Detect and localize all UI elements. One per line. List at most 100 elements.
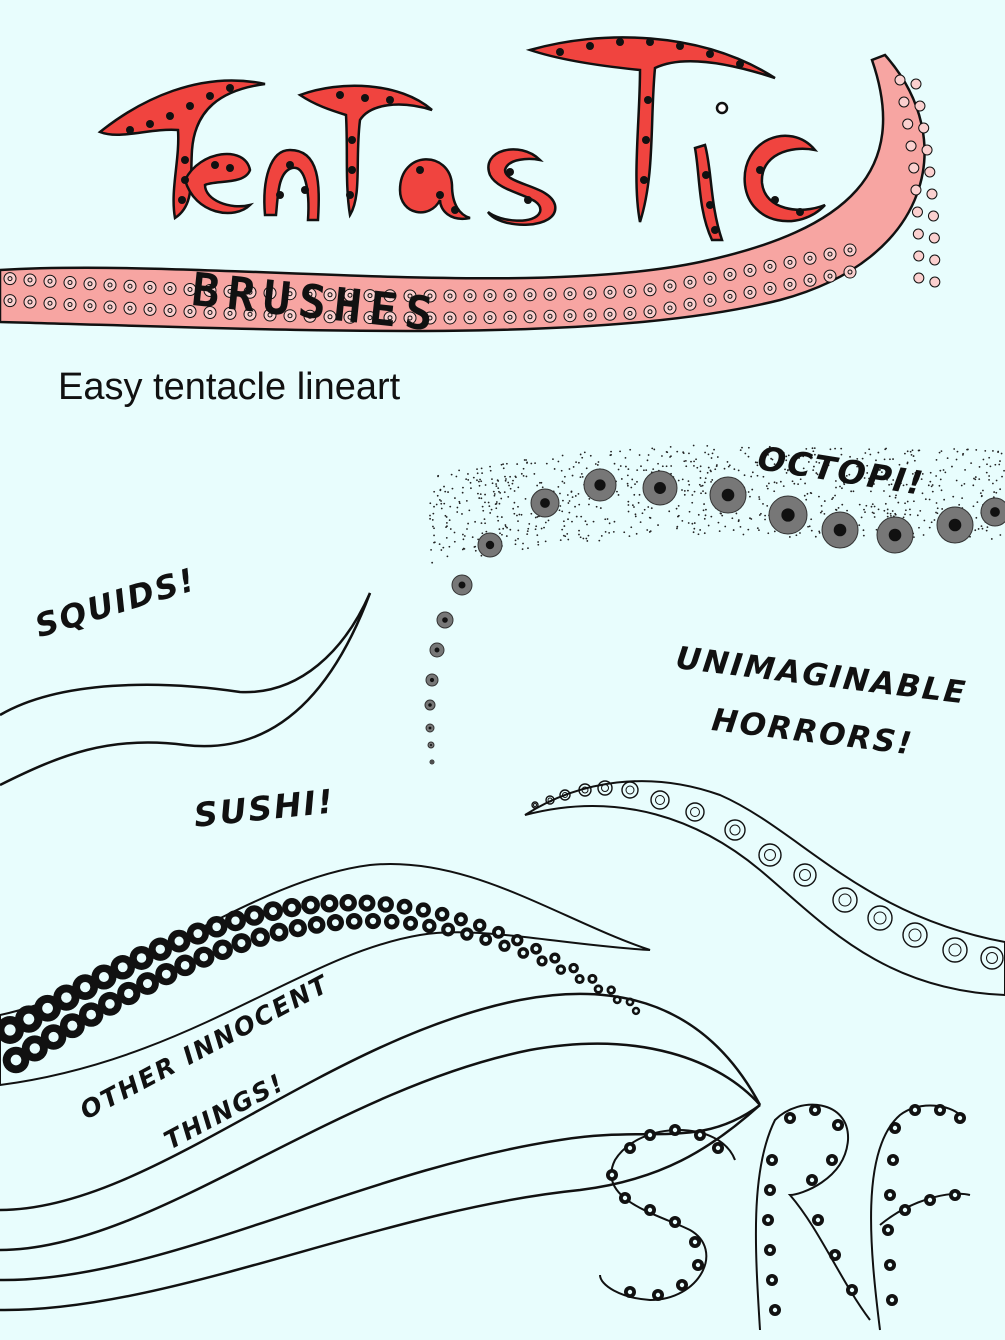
stipple-dot bbox=[647, 454, 650, 456]
srf-sucker-core bbox=[627, 1289, 633, 1295]
sucker-core bbox=[847, 247, 853, 253]
sushi-sucker-core bbox=[306, 901, 315, 909]
stipple-dot bbox=[883, 490, 885, 492]
stipple-dot bbox=[710, 480, 712, 483]
octopus-sucker-core bbox=[781, 508, 795, 522]
sucker-ring bbox=[783, 255, 797, 269]
stipple-dot bbox=[700, 492, 702, 495]
stipple-dot bbox=[633, 493, 636, 496]
sucker-ring bbox=[928, 232, 940, 244]
stipple-dot bbox=[931, 490, 934, 493]
sucker-core bbox=[507, 314, 513, 320]
stipple-dot bbox=[990, 538, 993, 540]
stipple-dot bbox=[517, 529, 520, 532]
sucker-ring bbox=[643, 283, 657, 297]
stipple-dot bbox=[741, 446, 743, 449]
stipple-dot bbox=[608, 522, 611, 525]
outline-sucker bbox=[793, 863, 817, 887]
stipple-dot bbox=[783, 452, 785, 454]
outline-sucker-inner bbox=[581, 786, 589, 794]
stipple-dot bbox=[456, 511, 459, 513]
stipple-dot bbox=[920, 478, 923, 481]
octopus-sucker-core bbox=[990, 507, 1000, 517]
stipple-dot bbox=[488, 505, 491, 507]
stipple-dot bbox=[634, 483, 636, 485]
srf-sucker-core bbox=[672, 1127, 678, 1133]
stipple-dot bbox=[559, 539, 562, 542]
srf-sucker-core bbox=[957, 1115, 963, 1121]
stipple-dot bbox=[589, 454, 592, 457]
stipple-dot bbox=[963, 482, 966, 485]
title-sucker bbox=[640, 176, 648, 184]
title-sucker bbox=[301, 186, 309, 194]
stipple-dot bbox=[815, 461, 818, 463]
stipple-dot bbox=[516, 514, 518, 517]
stipple-dot bbox=[785, 455, 788, 458]
sucker-core bbox=[387, 315, 393, 321]
stipple-dot bbox=[799, 478, 802, 481]
subtitle: Easy tentacle lineart bbox=[58, 366, 401, 408]
stipple-dot bbox=[465, 500, 468, 502]
sucker-ring bbox=[894, 74, 906, 86]
stipple-dot bbox=[539, 481, 541, 484]
stipple-dot bbox=[981, 527, 984, 530]
stipple-dot bbox=[474, 520, 476, 523]
octopus-sucker-core bbox=[442, 617, 448, 623]
sucker-core bbox=[307, 313, 313, 319]
stipple-dot bbox=[986, 463, 988, 466]
sucker-core bbox=[207, 287, 213, 293]
sucker-core bbox=[347, 314, 353, 320]
stipple-dot bbox=[456, 506, 459, 509]
stipple-dot bbox=[1000, 452, 1003, 455]
stipple-dot bbox=[496, 515, 499, 518]
sushi-sucker-core bbox=[331, 919, 339, 927]
sucker-ring bbox=[43, 296, 57, 310]
stipple-dot bbox=[742, 533, 745, 536]
stipple-dot bbox=[579, 453, 582, 456]
sucker-core bbox=[247, 311, 253, 317]
sushi-sucker-core bbox=[237, 939, 246, 948]
stipple-dot bbox=[487, 501, 490, 504]
stipple-dot bbox=[966, 448, 969, 451]
stipple-dot bbox=[636, 480, 638, 483]
stipple-dot bbox=[465, 478, 468, 481]
sucker-core bbox=[827, 251, 833, 257]
stipple-dot bbox=[639, 521, 642, 523]
stipple-dot bbox=[747, 491, 750, 493]
sushi-sucker-core bbox=[199, 952, 209, 962]
stipple-dot bbox=[652, 468, 655, 470]
stipple-dot bbox=[880, 471, 883, 474]
stipple-dot bbox=[476, 479, 478, 482]
stipple-dot bbox=[890, 483, 893, 486]
stipple-dot bbox=[832, 496, 834, 499]
sucker-core bbox=[127, 283, 133, 289]
stipple-dot bbox=[939, 478, 942, 481]
sucker-ring bbox=[323, 310, 337, 324]
sucker-core bbox=[187, 287, 193, 293]
sucker-core bbox=[467, 293, 473, 299]
stipple-dot bbox=[627, 504, 630, 506]
stipple-dot bbox=[707, 524, 710, 527]
stipple-dot bbox=[586, 540, 589, 542]
stipple-dot bbox=[935, 459, 938, 461]
stipple-dot bbox=[877, 508, 880, 511]
stipple-dot bbox=[479, 493, 482, 496]
stipple-dot bbox=[864, 452, 867, 454]
stipple-dot bbox=[524, 497, 527, 500]
stipple-dot bbox=[739, 526, 742, 528]
sushi-sucker-core bbox=[420, 906, 427, 913]
stipple-dot bbox=[462, 533, 464, 536]
sucker-ring bbox=[263, 308, 277, 322]
stipple-dot bbox=[690, 460, 692, 463]
stipple-dot bbox=[691, 501, 694, 504]
stipple-dot bbox=[918, 526, 920, 529]
stipple-dot bbox=[578, 529, 580, 532]
stipple-dot bbox=[597, 461, 600, 463]
sucker-core bbox=[667, 305, 673, 311]
pink-tentacle-banner bbox=[0, 53, 941, 333]
stipple-dot bbox=[485, 530, 488, 533]
stipple-dot bbox=[818, 495, 820, 498]
stipple-dot bbox=[997, 450, 1000, 453]
stipple-dot bbox=[922, 534, 925, 536]
stipple-dot bbox=[608, 531, 611, 534]
